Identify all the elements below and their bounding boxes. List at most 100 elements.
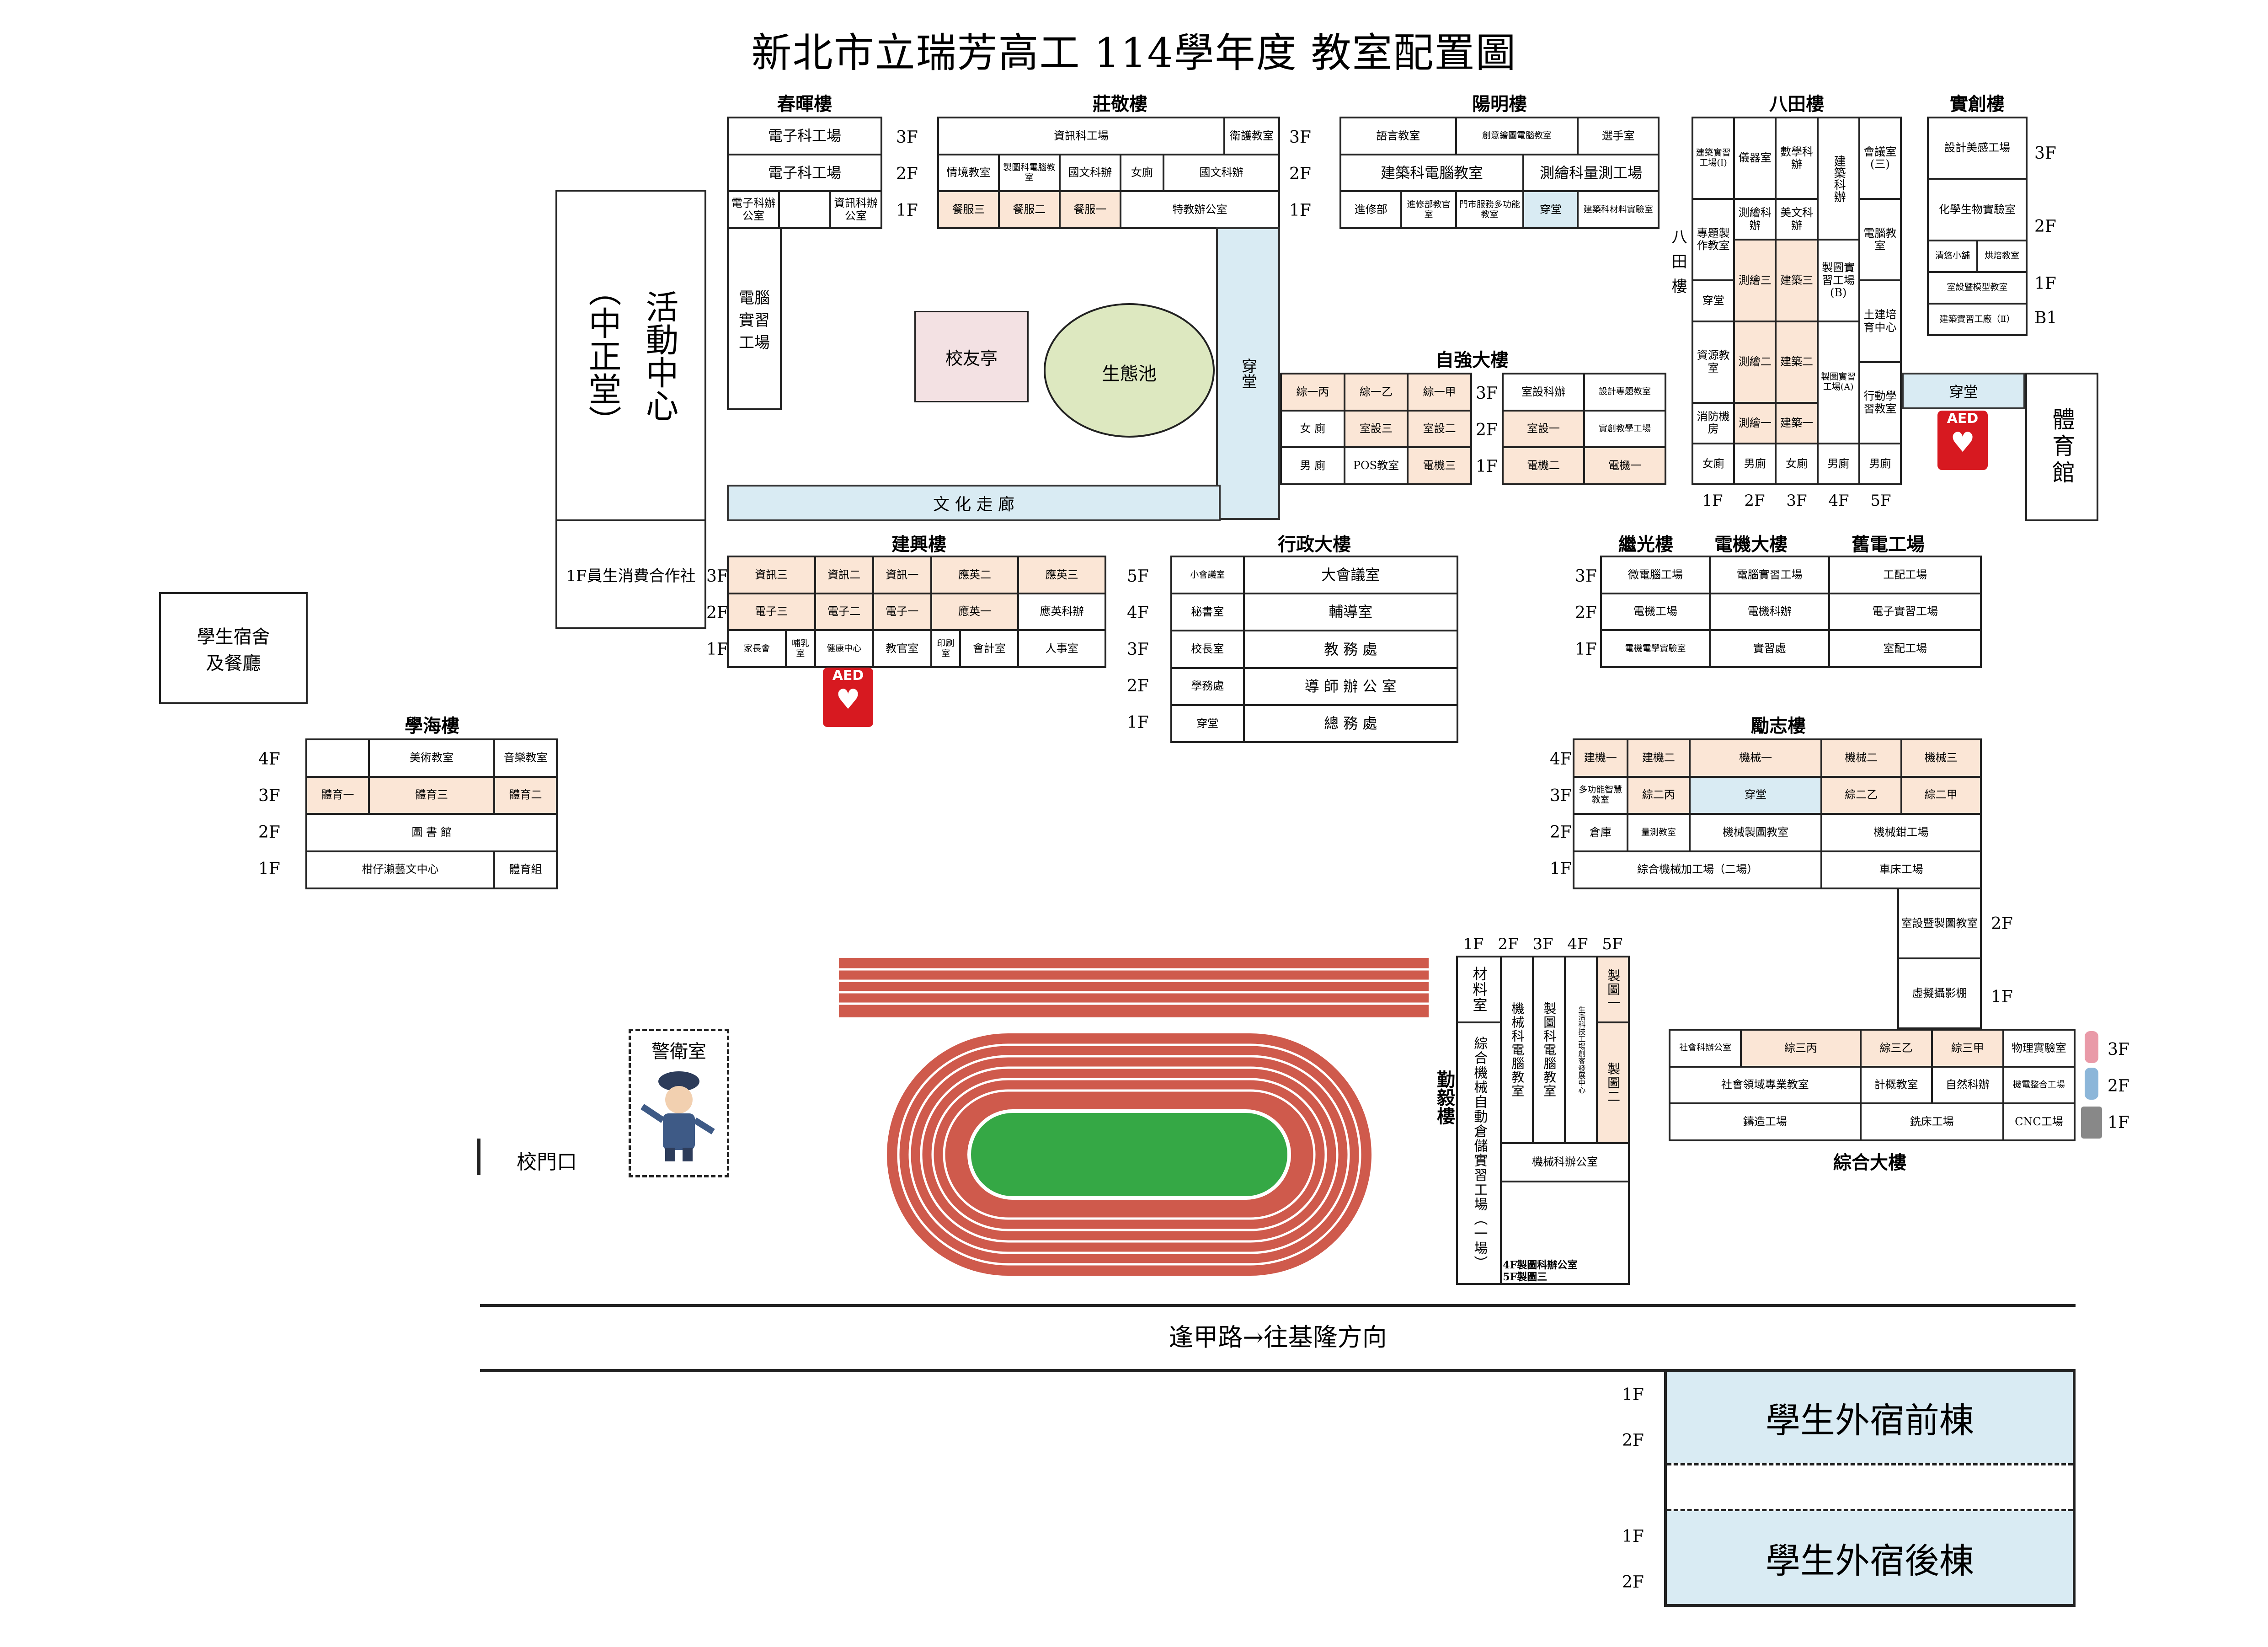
room: 衛護教室	[1225, 118, 1278, 154]
room: 消防機房	[1693, 403, 1734, 443]
divider	[1667, 1509, 2073, 1511]
room: 清悠小舖	[1929, 241, 1976, 271]
room: 實習處	[1711, 631, 1829, 666]
room: 健康中心	[816, 631, 872, 666]
dorm-and-dining: 學生宿舍 及餐廳	[159, 592, 308, 704]
room: 製圖實習工場(B)	[1818, 241, 1858, 321]
note: 4F製圖科辦公室	[1503, 1259, 1578, 1272]
room: 女 廁	[1282, 411, 1344, 447]
room: 自然科辦	[1932, 1067, 2002, 1103]
accessible-restroom-icon	[2081, 1107, 2102, 1139]
passage-vertical: 穿堂	[1216, 227, 1280, 520]
floor-label: 5F	[1870, 492, 1891, 510]
floor-label: 4F	[1567, 935, 1588, 953]
room: 儀器室	[1735, 118, 1775, 198]
floor-label: 2F	[1622, 1431, 1644, 1450]
room: 進修部教官室	[1402, 192, 1455, 227]
floor-label: 2F	[1289, 165, 1311, 183]
room: 導 師 辦 公 室	[1244, 668, 1457, 704]
room: 機械科電腦教室	[1502, 957, 1532, 1142]
room: 男廁	[1860, 444, 1900, 483]
room: 綜二乙	[1822, 777, 1900, 813]
room: 量測教室	[1628, 815, 1689, 850]
batian-side-label: 八田樓	[1669, 229, 1687, 303]
heart-icon: ♥	[1950, 427, 1975, 459]
room: 室設二	[1409, 411, 1470, 447]
room: 機械二	[1822, 740, 1900, 776]
gym-label: 體育館	[2049, 407, 2075, 487]
room: 材料室	[1458, 957, 1500, 1021]
aed-icon: AED♥	[823, 668, 873, 727]
room: CNC工場	[2004, 1104, 2074, 1139]
room: 情境教室	[939, 155, 998, 191]
room: 電子實習工場	[1830, 594, 1980, 630]
coop-store: 1F員生消費合作社	[555, 519, 706, 629]
room: 進修部	[1341, 192, 1401, 227]
floor-label: 5F	[1602, 935, 1623, 953]
ziqiang-name: 自強大樓	[1436, 350, 1509, 371]
admin-name: 行政大樓	[1278, 534, 1351, 555]
room: 製圖一	[1598, 957, 1628, 1021]
room: 男廁	[1735, 444, 1775, 483]
room: 物理實驗室	[2004, 1031, 2074, 1066]
room: 建築實習工場(Ⅰ)	[1693, 118, 1734, 198]
room: 體育一	[307, 777, 368, 813]
room: 建築科材料實驗室	[1579, 192, 1658, 227]
room: 女廁	[1693, 444, 1734, 483]
batian-building: 建築實習工場(Ⅰ) 專題製作教室 穿堂 資源教室 消防機房 女廁 儀器室 測繪科…	[1692, 117, 1902, 485]
room: 室設暨製圖教室	[1899, 889, 1980, 957]
room: 建機一	[1574, 740, 1627, 776]
room: 會議室(三)	[1860, 118, 1900, 198]
room: 測繪三	[1735, 241, 1775, 321]
floor-label: 1F	[1622, 1527, 1644, 1546]
room: 圖 書 館	[307, 815, 556, 850]
room: 創意繪圖電腦教室	[1457, 118, 1577, 154]
room: 餐服二	[999, 192, 1059, 227]
jianxing-name: 建興樓	[891, 534, 946, 555]
room: 機電整合工場	[2004, 1067, 2074, 1103]
zonghe-upper: 室設暨製圖教室 虛擬攝影棚	[1897, 888, 1982, 1029]
floor-label: 3F	[1476, 384, 1498, 403]
floor-label: 2F	[1622, 1573, 1644, 1592]
room: 建築一	[1777, 403, 1817, 443]
floor-label: 4F	[1828, 492, 1849, 510]
room: 電機二	[1504, 448, 1583, 483]
room: 國文科辦	[1060, 155, 1120, 191]
external-dorm: 學生外宿前棟 學生外宿後棟	[1664, 1369, 2076, 1607]
floor-label: 1F	[2108, 1113, 2129, 1132]
room: 化學生物實驗室	[1929, 180, 2026, 240]
activity-sub: （中正堂）	[583, 273, 621, 438]
room: 測繪二	[1735, 322, 1775, 402]
floor-label: 2F	[2108, 1077, 2129, 1096]
room: 教 務 處	[1244, 631, 1457, 667]
room: 電腦實習工場	[739, 289, 770, 352]
electrical-building-name: 電機大樓	[1714, 534, 1788, 555]
room: 社會領域專業教室	[1670, 1067, 1860, 1103]
room: 建機二	[1628, 740, 1689, 776]
room: 實創教學工場	[1585, 411, 1665, 447]
room: 綜三甲	[1932, 1031, 2002, 1066]
chunhui-building: 電子科工場 電子科工場 電子科辦公室 資訊科辦公室	[727, 117, 882, 229]
shichuang-passage: 穿堂	[1902, 373, 2025, 409]
floor-label: 4F	[1550, 750, 1572, 769]
passage: 穿堂	[1691, 777, 1821, 813]
room: 專題製作教室	[1693, 200, 1734, 280]
room: 資訊科辦公室	[831, 192, 881, 227]
room: 綜一甲	[1409, 374, 1470, 410]
room: 綜合機械自動倉儲實習工場（一場）	[1458, 1023, 1500, 1283]
room: 學務處	[1172, 668, 1243, 704]
aed-label: AED	[832, 668, 864, 684]
room: 製圖科電腦教室	[999, 155, 1059, 191]
floor-label: 1F	[2034, 274, 2056, 293]
floor-label: 2F	[706, 604, 728, 622]
room: 印刷室	[932, 631, 960, 666]
floor-label: 2F	[1991, 914, 2013, 933]
lizhi-building: 建機一 建機二 機械一 機械二 機械三 多功能智慧教室 綜二丙 穿堂 綜二乙 綜…	[1573, 738, 1982, 889]
room: 車床工場	[1822, 852, 1980, 888]
room: 資訊科工場	[939, 118, 1223, 154]
room: 輔導室	[1244, 594, 1457, 630]
school-gate: 校門口	[517, 1150, 577, 1174]
map-title: 新北市立瑞芳高工 114學年度 教室配置圖	[751, 29, 1517, 76]
room: 資源教室	[1693, 322, 1734, 402]
dorm-line1: 學生宿舍	[197, 626, 270, 647]
